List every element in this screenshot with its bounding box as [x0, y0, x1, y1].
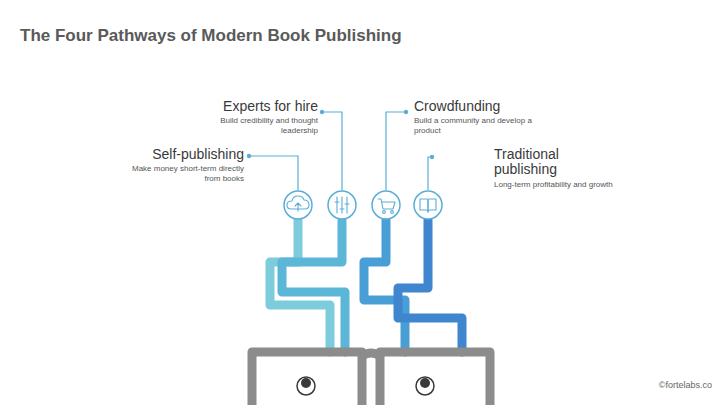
pipe [398, 220, 462, 352]
eyes [297, 377, 434, 395]
pathway-description: Build a community and develop a product [414, 116, 544, 136]
pathway-description: Make money short-term directly from book… [119, 164, 244, 184]
watermark: ©fortelabs.co [659, 380, 712, 390]
pathway-description: Long-term profitability and growth [494, 180, 614, 190]
pathway-label: Experts for hireBuild credibility and th… [198, 99, 318, 136]
pathway-heading: Self-publishing [119, 147, 244, 162]
pathway-description: Build credibility and thought leadership [198, 116, 318, 136]
pipe [282, 220, 345, 352]
pathway-heading: Crowdfunding [414, 99, 544, 114]
pathway-icons [287, 196, 436, 213]
pathway-label: Self-publishingMake money short-term dir… [119, 147, 244, 184]
pathway-heading: Traditional publishing [494, 147, 574, 178]
glasses [252, 352, 490, 405]
pathway-label: Traditional publishingLong-term profitab… [494, 147, 614, 190]
pathway-circles [284, 191, 442, 219]
diagram-title: The Four Pathways of Modern Book Publish… [20, 26, 402, 46]
pathway-heading: Experts for hire [198, 99, 318, 114]
pathway-label: CrowdfundingBuild a community and develo… [414, 99, 544, 136]
